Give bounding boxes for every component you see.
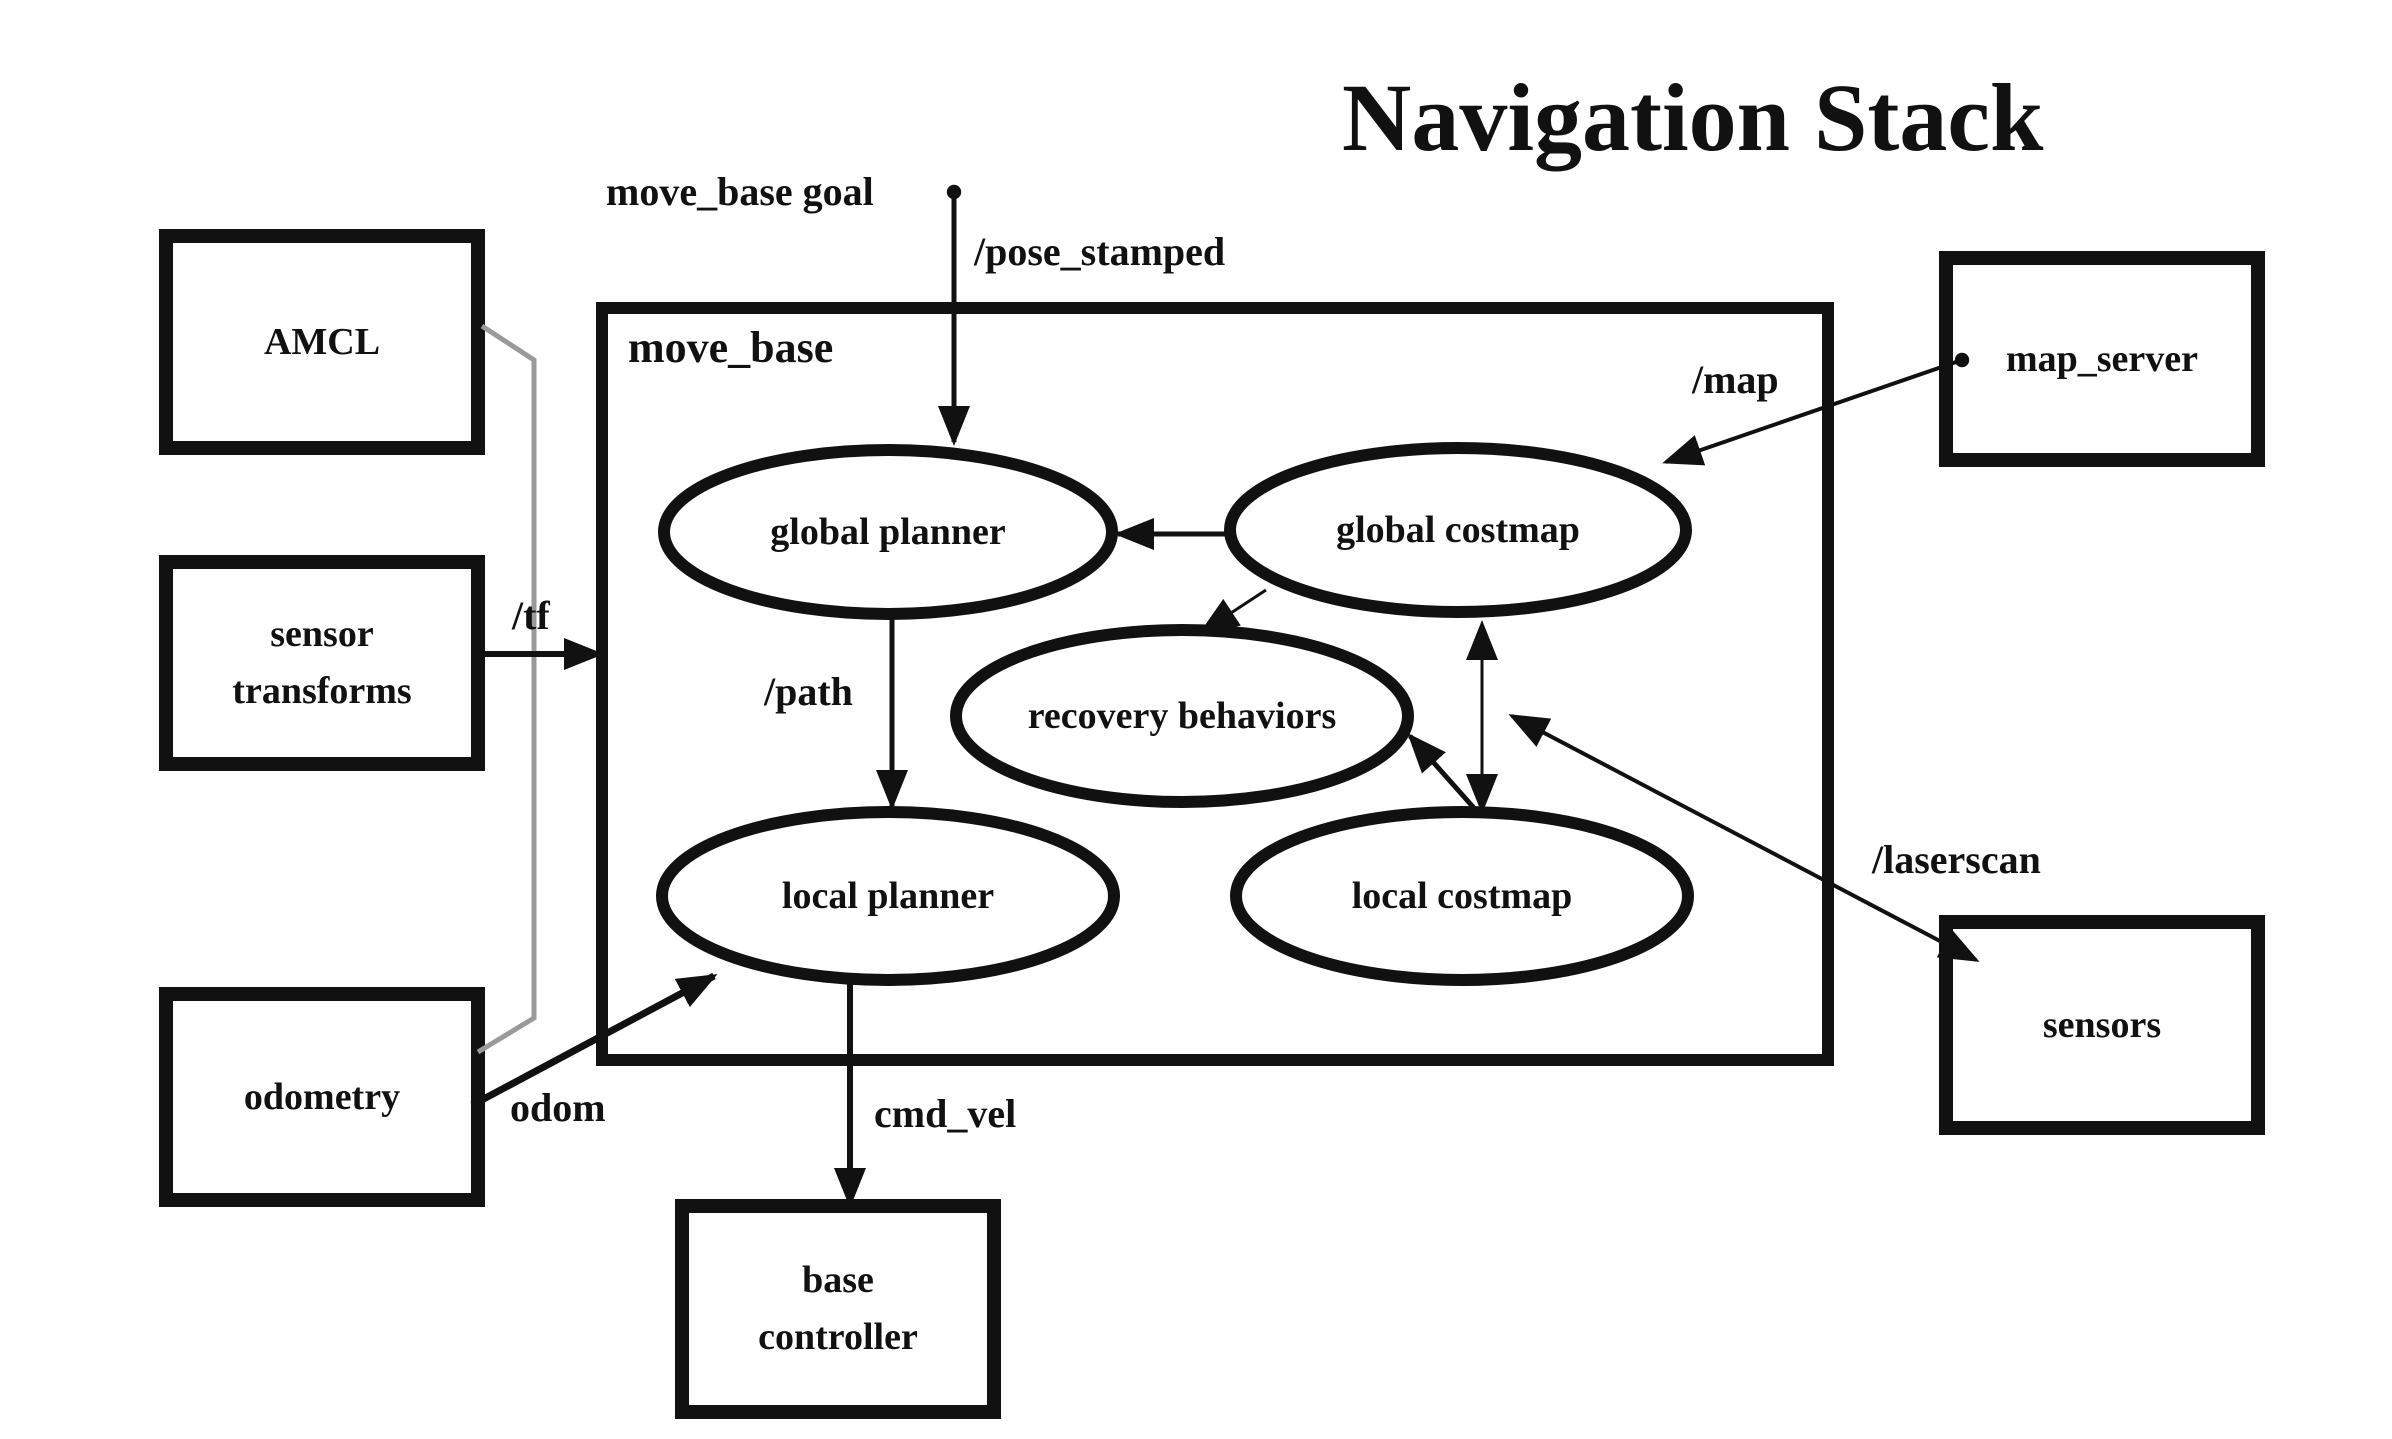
sensor-transforms-label: sensor transforms [232,613,412,712]
local-costmap-label: local costmap [1351,874,1573,917]
tf-topic-label: /tf [512,593,550,638]
sensors-box[interactable] [1939,915,2265,1135]
recovery-behaviors-node[interactable] [950,624,1414,808]
path-topic-label: /path [764,669,853,714]
move-base-container [596,302,1834,1066]
laserscan-arrow [1508,714,1980,962]
cmd-vel-topic-label: cmd_vel [874,1091,1017,1136]
map-arrow [1662,352,1970,466]
odom-arrow [470,972,718,1110]
odometry-label: odometry [243,1075,401,1118]
move-base-goal-label: move_base goal [606,169,874,214]
amcl-tf-connector [476,323,537,1055]
map-server-label: map_server [2005,337,2199,380]
odom-topic-label: odom [510,1085,606,1130]
local-planner-node[interactable] [656,806,1120,986]
recovery-behaviors-label: recovery behaviors [1027,694,1337,737]
sensor-transforms-box[interactable] [159,555,485,771]
page-title: Navigation Stack [1342,64,2044,171]
global-costmap-label: global costmap [1336,508,1580,551]
amcl-box[interactable] [159,229,485,455]
local-costmap-to-recovery-arrow [1407,733,1476,810]
move-base-label: move_base [628,323,834,372]
local-planner-label: local planner [781,874,995,917]
pose-stamped-label: /pose_stamped [974,229,1226,274]
map-topic-label: /map [1692,357,1779,402]
laserscan-topic-label: /laserscan [1872,837,2041,882]
global-planner-node[interactable] [658,444,1118,620]
base-controller-label: base controller [758,1259,918,1358]
amcl-label: AMCL [263,320,381,363]
global-planner-label: global planner [770,510,1006,553]
global-costmap-node[interactable] [1224,442,1692,618]
costmap-to-recovery-arrow [1198,588,1267,635]
sensors-label: sensors [2042,1003,2162,1046]
